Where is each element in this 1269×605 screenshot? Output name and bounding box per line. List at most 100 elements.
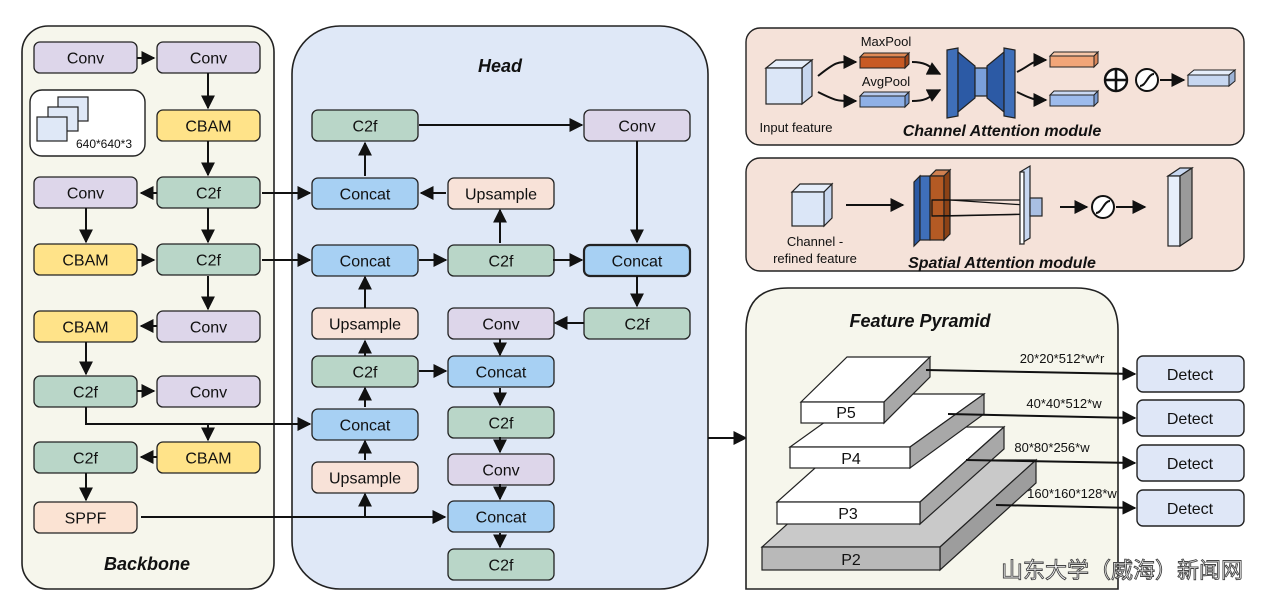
conv-block: Conv (156, 375, 261, 408)
detect-label: Detect (1167, 367, 1214, 384)
pooled-feature-maps (913, 168, 952, 248)
backbone-title: Backbone (104, 554, 190, 574)
c2f-block-label: C2f (73, 385, 98, 402)
pyramid-label-p3: P3 (838, 506, 858, 523)
add-icon (1103, 67, 1129, 93)
cbam-block-label: CBAM (185, 119, 231, 136)
concat-block-box (311, 177, 419, 210)
conv-block-box (156, 375, 261, 408)
conv-block: Conv (33, 41, 138, 74)
upsample-block: Upsample (447, 177, 555, 210)
detect-box-1: Detect (1136, 355, 1245, 393)
concat-block: Concat (311, 408, 419, 441)
c2f-block: C2f (156, 176, 261, 209)
arrow (85, 407, 215, 442)
c2f-block-label: C2f (73, 451, 98, 468)
head-title: Head (478, 56, 523, 76)
concat-block: Concat (311, 244, 419, 277)
c2f-block: C2f (311, 109, 419, 142)
output-size-p2: 160*160*128*w (1027, 486, 1117, 501)
arrow (995, 500, 1137, 515)
upsample-block-label: Upsample (329, 317, 401, 334)
conv-block: Conv (33, 176, 138, 209)
spatial-attention-panel: Channel - refined feature (745, 157, 1245, 272)
c2f-block-box (311, 109, 419, 142)
arrow (911, 89, 942, 102)
refined-feature-cube (790, 182, 834, 228)
feature-pyramid-panel: Feature Pyramid P2 P3 P4 P5 (745, 287, 1245, 590)
conv-block-label: Conv (67, 51, 104, 68)
concat-block-label: Concat (476, 365, 527, 382)
output-size-p3: 80*80*256*w (1014, 440, 1090, 455)
concat-block-label: Concat (340, 418, 391, 435)
conv-block: Conv (447, 307, 555, 340)
conv-block-label: Conv (190, 385, 227, 402)
maxpool-bar (858, 51, 911, 70)
watermark-text: 山东大学（威海）新闻网 (1001, 558, 1243, 583)
c2f-block-label: C2f (489, 558, 514, 575)
connector-layer (79, 51, 748, 549)
upsample-block: Upsample (311, 461, 419, 494)
detect-label: Detect (1167, 456, 1214, 473)
conv-block: Conv (447, 453, 555, 486)
conv-block-label: Conv (67, 186, 104, 203)
arrow (965, 455, 1137, 470)
spatial-attention-title: Spatial Attention module (908, 255, 1096, 272)
cbam-block: CBAM (33, 310, 138, 343)
concat-block: Concat (447, 500, 555, 533)
conv-block-label: Conv (482, 463, 519, 480)
cbam-block: CBAM (156, 109, 261, 142)
arrow (817, 54, 858, 77)
conv-block-label: Conv (190, 320, 227, 337)
mlp-output-bar-bottom (1048, 89, 1100, 108)
concat-block: Concat (311, 177, 419, 210)
concat-block-label: Concat (340, 187, 391, 204)
cbam-block-label: CBAM (62, 253, 108, 270)
concat-block-label: Concat (612, 254, 663, 271)
refined-feature-label-2: refined feature (773, 251, 857, 266)
input-feature-cube (764, 58, 814, 106)
input-size-label: 640*640*3 (76, 137, 132, 151)
conv-block-label: Conv (618, 119, 655, 136)
output-size-p4: 40*40*512*w (1026, 396, 1102, 411)
channel-attention-output-bar (1186, 68, 1237, 88)
conv-block: Conv (156, 41, 261, 74)
cbam-block-label: CBAM (185, 451, 231, 468)
channel-attention-panel: Input feature MaxPool AvgPool (745, 27, 1245, 146)
avgpool-bar (858, 90, 911, 109)
conv-block: Conv (583, 109, 691, 142)
pyramid-label-p5: P5 (836, 405, 856, 422)
input-image-icon: 640*640*3 (29, 89, 146, 157)
input-feature-label: Input feature (760, 120, 833, 135)
upsample-block-label: Upsample (329, 471, 401, 488)
spatial-sigmoid-icon (1091, 195, 1115, 219)
upsample-block: Upsample (311, 307, 419, 340)
pyramid-label-p2: P2 (841, 552, 861, 569)
arrow (947, 410, 1137, 425)
concat-block-label: Concat (340, 254, 391, 271)
pyramid-level-p3: P3 (775, 425, 1006, 526)
output-size-p5: 20*20*512*w*r (1020, 351, 1105, 366)
c2f-block-label: C2f (353, 365, 378, 382)
arrow (1016, 91, 1048, 107)
concat-block: Concat (582, 243, 692, 278)
feature-pyramid-title: Feature Pyramid (849, 311, 991, 331)
sppf-block: SPPF (33, 501, 138, 534)
c2f-block: C2f (583, 307, 691, 340)
channel-attention-title: Channel Attention module (903, 123, 1102, 140)
detect-box-4: Detect (1136, 489, 1245, 527)
refined-feature-label-1: Channel - (787, 234, 843, 249)
c2f-block: C2f (33, 441, 138, 474)
cbam-block: CBAM (156, 441, 261, 474)
sppf-block-label: SPPF (65, 511, 107, 528)
sppf-block-box (33, 501, 138, 534)
c2f-block: C2f (447, 244, 555, 277)
c2f-block-box (156, 243, 261, 276)
cbam-block: CBAM (33, 243, 138, 276)
c2f-block-box (447, 548, 555, 581)
mlp-output-bar-top (1048, 50, 1100, 69)
avgpool-label: AvgPool (862, 74, 910, 89)
cbam-block-label: CBAM (62, 320, 108, 337)
c2f-block: C2f (311, 355, 419, 388)
